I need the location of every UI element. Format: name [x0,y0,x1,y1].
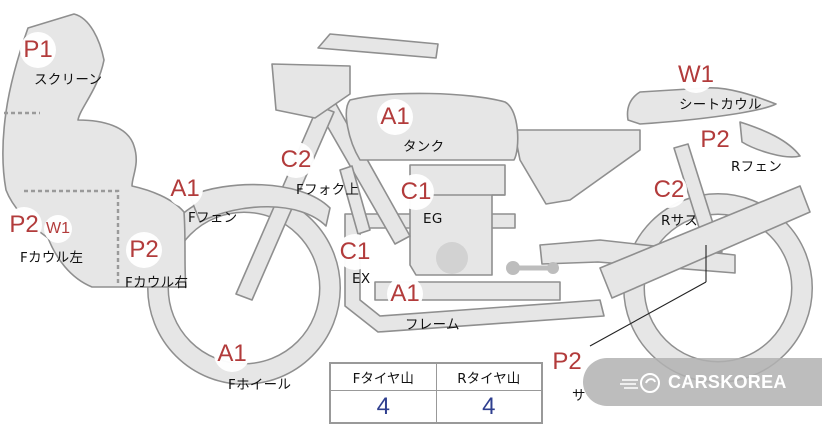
badge-front-fender: A1 [167,171,203,207]
engine-cover [436,242,468,274]
front-tread-value: 4 [330,390,437,423]
seat-cowl [626,87,777,125]
front-tread-header: Fタイヤ山 [330,363,437,391]
label-front-wheel: Fホイール [228,377,292,393]
cowl-divider-lower [24,189,120,286]
badge-left-cowl: P2 [6,207,42,243]
watermark-text: CARSKOREA [668,372,787,392]
badge-rear-fender: P2 [697,122,733,158]
label-rear-suspension: Rサス [661,213,699,229]
badge-engine: C1 [398,174,434,210]
badge-screen: P1 [20,32,56,68]
label-screen: スクリーン [34,72,103,88]
handlebar [317,33,439,59]
rear-tread-value: 4 [435,390,542,423]
badge-seat-cowl: W1 [678,57,714,93]
badge-right-cowl: P2 [126,232,162,268]
rear-frame [513,129,641,205]
leader-line-diagonal [589,281,707,347]
badge-tank: A1 [377,99,413,135]
label-seat-cowl: シートカウル [679,97,762,113]
label-rear-fender: Rフェン [731,159,783,175]
tire-tread-table: Fタイヤ山 Rタイヤ山 4 4 [329,362,543,424]
badge-front-fork: C2 [278,142,314,178]
badge-rear-suspension: C2 [651,172,687,208]
headlight [271,63,351,119]
watermark-banner [583,358,822,406]
label-front-fender: Fフェン [188,210,238,226]
label-engine: EG [423,211,443,227]
badge-frame: A1 [387,276,423,312]
speed-logo-icon [620,373,660,393]
rear-fender [739,121,801,158]
front-fender [189,183,331,227]
chain-adjuster [506,261,559,275]
rear-tread-header: Rタイヤ山 [435,363,542,391]
label-exhaust: EX [352,271,371,287]
badge-exhaust: C1 [337,234,373,270]
label-front-fork: Fフォク上 [296,182,360,198]
muffler [599,185,811,299]
badge-front-wheel: A1 [214,336,250,372]
exhaust-pipe [344,213,605,333]
frame-downtube [339,165,371,235]
badge-left-cowl-secondary: W1 [44,215,72,243]
label-frame: フレーム [405,317,460,333]
badge-rear-lower: P2 [549,344,585,380]
label-left-cowl: Fカウル左 [20,250,84,266]
label-tank: タンク [403,139,445,155]
label-rear-lower: サ [572,388,586,404]
label-right-cowl: Fカウル右 [125,275,189,291]
